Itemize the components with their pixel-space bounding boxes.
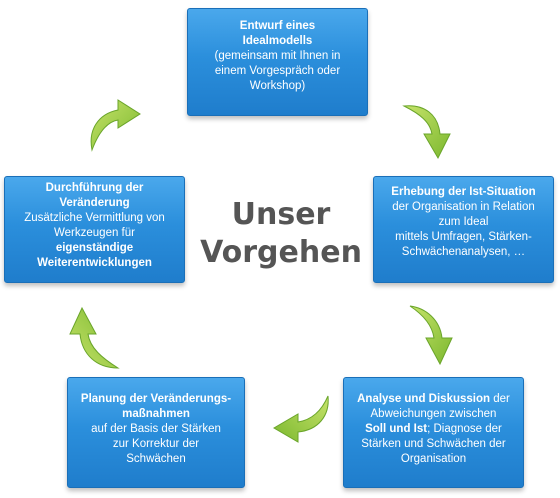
step-analysis-text-4: Organisation bbox=[400, 453, 467, 465]
step-ideal-model: Entwurf eines Idealmodells (gemeinsam mi… bbox=[187, 8, 368, 116]
step-implementation-title-2: Veränderung bbox=[59, 197, 130, 209]
step-planning-text-2: zur Korrektur der bbox=[112, 438, 200, 450]
curved-arrow-icon bbox=[90, 99, 141, 152]
step-current-situation-text-2: zum Ideal bbox=[438, 216, 489, 228]
step-ideal-model-title-1: Entwurf eines bbox=[239, 20, 316, 32]
step-analysis-soll-ist: Soll und Ist bbox=[365, 423, 428, 435]
curved-arrow-icon bbox=[273, 395, 329, 443]
step-analysis-line-3: Soll und Ist; Diagnose der bbox=[350, 422, 517, 437]
step-analysis-text-1: Abweichungen zwischen bbox=[370, 408, 497, 420]
step-planning-title-2: maßnahmen bbox=[122, 408, 190, 420]
step-current-situation-text-3: mittels Umfragen, Stärken- bbox=[395, 231, 532, 243]
step-implementation-text-1: Zusätzliche Vermittlung von bbox=[24, 212, 165, 224]
center-title: Unser Vorgehen bbox=[196, 196, 366, 272]
step-analysis-title-rest: der bbox=[490, 393, 510, 405]
step-current-situation: Erhebung der Ist-Situation der Organisat… bbox=[373, 176, 554, 283]
step-analysis-line-1: Analyse und Diskussion der bbox=[350, 392, 517, 407]
step-analysis: Analyse und Diskussion der Abweichungen … bbox=[343, 377, 524, 488]
step-implementation-title-1: Durchführung der bbox=[45, 182, 144, 194]
step-current-situation-text-1: der Organisation in Relation bbox=[392, 201, 535, 213]
curved-arrow-icon bbox=[69, 306, 120, 369]
center-title-line-2: Vorgehen bbox=[200, 235, 362, 270]
step-ideal-model-text-3: Workshop) bbox=[249, 80, 306, 92]
step-current-situation-text-4: Schwächenanalysen, … bbox=[401, 246, 526, 258]
step-ideal-model-title-2: Idealmodells bbox=[242, 35, 313, 47]
step-analysis-text-3: Stärken und Schwächen der bbox=[361, 438, 506, 450]
step-analysis-title: Analyse und Diskussion bbox=[357, 393, 491, 405]
step-ideal-model-text-1: (gemeinsam mit Ihnen in bbox=[214, 50, 341, 62]
step-implementation-text-2: Werkzeugen für bbox=[54, 227, 135, 239]
step-planning-text-1: auf der Basis der Stärken bbox=[91, 423, 221, 435]
step-ideal-model-text-2: einem Vorgespräch oder bbox=[214, 65, 341, 77]
center-title-line-1: Unser bbox=[231, 197, 331, 232]
step-planning-text-3: Schwächen bbox=[126, 453, 186, 465]
step-implementation: Durchführung der Veränderung Zusätzliche… bbox=[4, 176, 185, 283]
curved-arrow-icon bbox=[402, 105, 451, 160]
step-planning: Planung der Veränderungs- maßnahmen auf … bbox=[67, 377, 245, 488]
step-analysis-diagnosis: ; Diagnose der bbox=[427, 423, 502, 435]
step-current-situation-title: Erhebung der Ist-Situation bbox=[391, 186, 536, 198]
step-implementation-text-3: eigenständige bbox=[55, 242, 134, 254]
curved-arrow-icon bbox=[409, 305, 453, 366]
step-planning-title-1: Planung der Veränderungs- bbox=[80, 393, 232, 405]
step-implementation-text-4: Weiterentwicklungen bbox=[37, 257, 152, 269]
